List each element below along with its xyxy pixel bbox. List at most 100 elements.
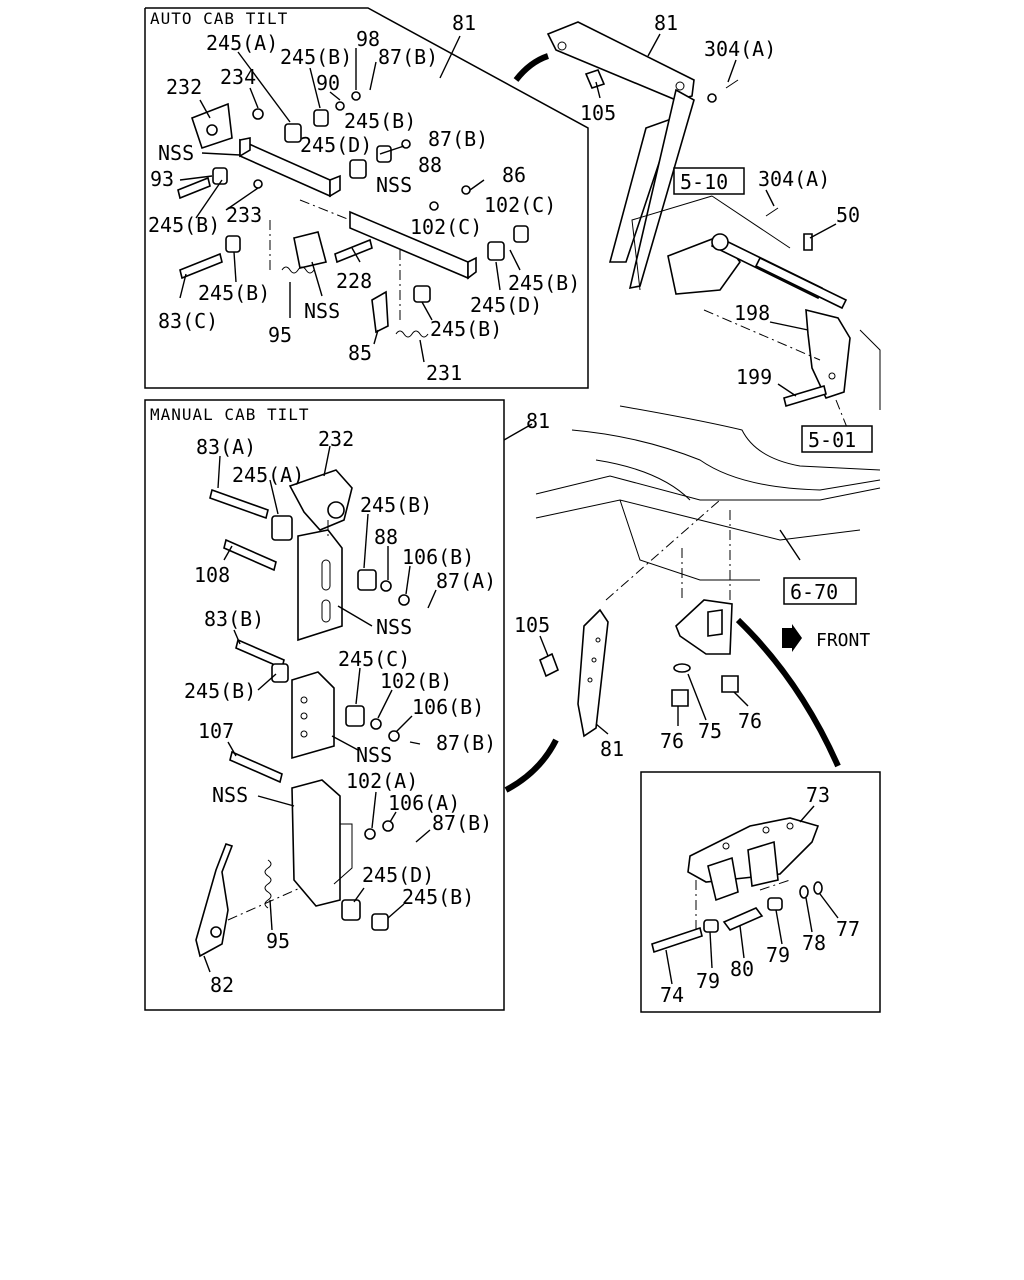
- callout-manual-24: 82: [210, 973, 234, 997]
- callout-auto-27: 85: [348, 341, 372, 365]
- callout-auto-7: 245(B): [344, 109, 416, 133]
- callout-detail-0: 73: [806, 783, 830, 807]
- plate-nss-middle: [291, 671, 335, 760]
- callout-manual-25: 81: [526, 409, 550, 433]
- tilt-rod: [608, 116, 676, 263]
- ref-box-5-10-label: 5-10: [680, 170, 728, 194]
- callout-manual-12: 102(B): [380, 669, 452, 693]
- callout-manual-13: 106(B): [412, 695, 484, 719]
- callout-detail-1: 77: [836, 917, 860, 941]
- callout-manual-2: 245(A): [232, 463, 304, 487]
- ref-box-5-01-label: 5-01: [808, 428, 856, 452]
- callout-auto-23: NSS: [304, 299, 340, 323]
- callout-auto-8: 87(B): [428, 127, 488, 151]
- callout-auto-17: 102(C): [484, 193, 556, 217]
- ref-box-5-10: [673, 167, 745, 195]
- callout-right-4: 50: [836, 203, 860, 227]
- lever-85: [371, 290, 389, 334]
- callout-right-8: 76: [660, 729, 684, 753]
- callout-manual-9: NSS: [376, 615, 412, 639]
- callout-detail-3: 79: [766, 943, 790, 967]
- bracket-nss: [293, 231, 327, 269]
- manual-cab-tilt-title: MANUAL CAB TILT: [150, 405, 310, 424]
- callout-auto-9: NSS: [158, 141, 194, 165]
- callout-manual-1: 232: [318, 427, 354, 451]
- callout-right-11: 81: [600, 737, 624, 761]
- callout-detail-6: 74: [660, 983, 684, 1007]
- callout-auto-10: 245(D): [300, 133, 372, 157]
- callout-manual-18: 102(A): [346, 769, 418, 793]
- ref-box-6-70: [783, 577, 857, 605]
- callout-manual-7: 87(A): [436, 569, 496, 593]
- lever-arm-81-lower: [577, 608, 609, 738]
- callout-detail-2: 78: [802, 931, 826, 955]
- callout-detail-4: 80: [730, 957, 754, 981]
- callout-manual-16: NSS: [356, 743, 392, 767]
- plate-nss-upper: [297, 529, 343, 642]
- callout-right-6: 199: [736, 365, 772, 389]
- manual-cab-tilt-panel: MANUAL CAB TILT: [144, 399, 550, 1011]
- callout-auto-3: 87(B): [378, 45, 438, 69]
- callout-manual-21: 245(D): [362, 863, 434, 887]
- callout-auto-4: 232: [166, 75, 202, 99]
- callout-auto-18: 102(C): [410, 215, 482, 239]
- callout-right-2: 105: [580, 101, 616, 125]
- callout-right-0: 81: [654, 11, 678, 35]
- callout-manual-0: 83(A): [196, 435, 256, 459]
- callout-auto-12: 93: [150, 167, 174, 191]
- callout-auto-2: 98: [356, 27, 380, 51]
- ref-box-6-70-label: 6-70: [790, 580, 838, 604]
- callout-manual-6: 106(B): [402, 545, 474, 569]
- callout-auto-22: 245(D): [470, 293, 542, 317]
- callout-auto-14: 86: [502, 163, 526, 187]
- callout-auto-16: 233: [226, 203, 262, 227]
- callout-manual-20: 87(B): [432, 811, 492, 835]
- callout-manual-23: 95: [266, 929, 290, 953]
- callout-manual-19: 106(A): [388, 791, 460, 815]
- callout-auto-0: 245(A): [206, 31, 278, 55]
- detail-panel: 73 77 78 79 80 79 74: [640, 771, 881, 1013]
- callout-manual-15: 87(B): [436, 731, 496, 755]
- callout-right-7: 105: [514, 613, 550, 637]
- callout-auto-13: NSS: [376, 173, 412, 197]
- callout-manual-14: 107: [198, 719, 234, 743]
- callout-manual-5: 108: [194, 563, 230, 587]
- callout-manual-11: 245(B): [184, 679, 256, 703]
- callout-auto-26: 95: [268, 323, 292, 347]
- callout-manual-3: 245(B): [360, 493, 432, 517]
- callout-auto-19: 245(B): [508, 271, 580, 295]
- callout-auto-1: 245(B): [280, 45, 352, 69]
- callout-manual-17: NSS: [212, 783, 248, 807]
- callout-detail-5: 79: [696, 969, 720, 993]
- callout-right-5: 198: [734, 301, 770, 325]
- callout-auto-21: 245(B): [198, 281, 270, 305]
- bracket-198: [805, 308, 851, 399]
- front-label: FRONT: [816, 630, 870, 651]
- callout-right-1: 304(A): [704, 37, 776, 61]
- callout-auto-29: 81: [452, 11, 476, 35]
- callout-right-9: 75: [698, 719, 722, 743]
- callout-auto-6: 90: [316, 71, 340, 95]
- callout-right-3: 304(A): [758, 167, 830, 191]
- callout-auto-25: 245(B): [430, 317, 502, 341]
- callout-auto-28: 231: [426, 361, 462, 385]
- callout-auto-5: 234: [220, 65, 256, 89]
- link-nss-lower: [291, 779, 341, 907]
- callout-manual-10: 245(C): [338, 647, 410, 671]
- callout-auto-24: 83(C): [158, 309, 218, 333]
- callout-manual-22: 245(B): [402, 885, 474, 909]
- lever-arm-81-upper: [546, 21, 695, 101]
- callout-auto-11: 88: [418, 153, 442, 177]
- callout-auto-20: 228: [336, 269, 372, 293]
- mount-bracket: [675, 599, 733, 655]
- auto-cab-tilt-title: AUTO CAB TILT: [150, 9, 288, 28]
- auto-cab-tilt-panel: AUTO CAB TILT: [144, 7, 589, 389]
- callout-auto-15: 245(B): [148, 213, 220, 237]
- callout-manual-4: 88: [374, 525, 398, 549]
- lever-82: [195, 842, 234, 958]
- callout-manual-8: 83(B): [204, 607, 264, 631]
- main-assembly: FRONT 5-10 5-01 6-70 81 304(A) 105 304(A…: [514, 11, 881, 768]
- ref-box-5-01: [801, 425, 873, 453]
- callout-right-10: 76: [738, 709, 762, 733]
